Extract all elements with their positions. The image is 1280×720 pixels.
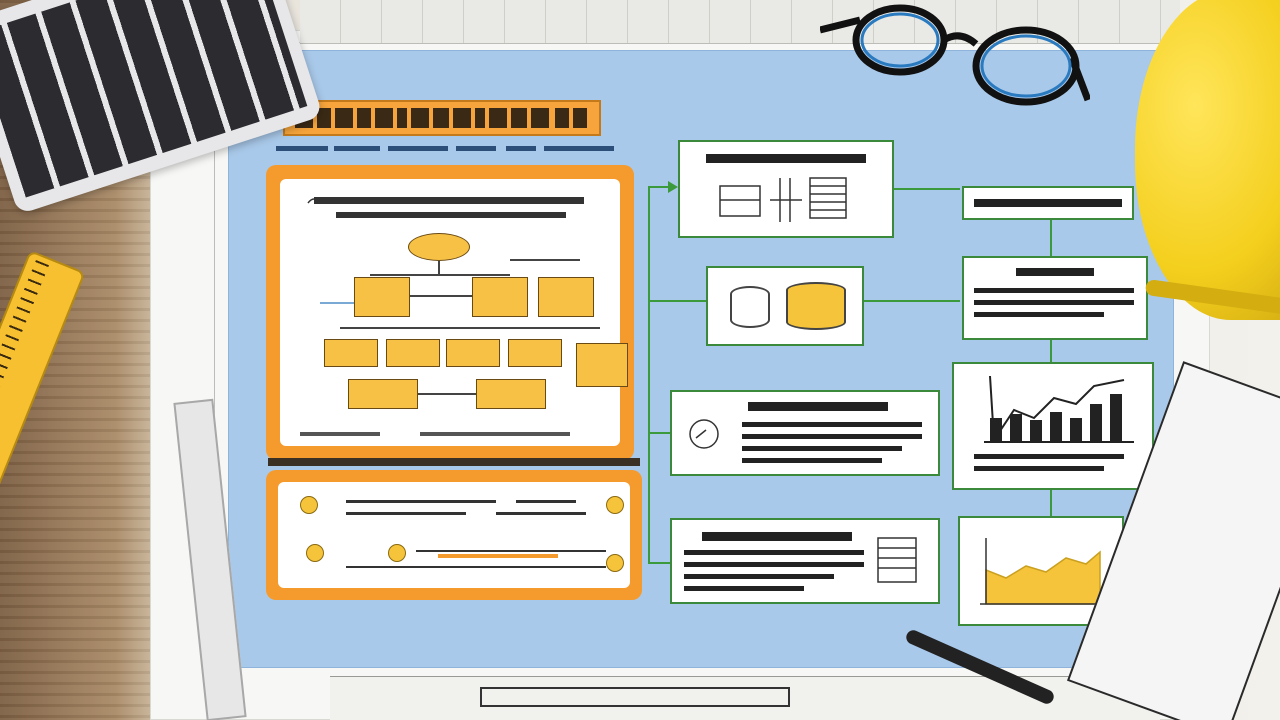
connector-line [410, 295, 472, 297]
infographic-subtitle-blurred [276, 143, 616, 158]
infographic-title-blurred [283, 100, 601, 136]
progress-row [288, 496, 628, 516]
org-chart-root-node [408, 233, 470, 261]
subtitle-glyphs [276, 146, 614, 151]
progress-line [346, 566, 606, 568]
coin-icon [606, 496, 624, 514]
flow-line [1050, 340, 1052, 364]
label-glyphs [974, 199, 1122, 207]
database-icon [730, 286, 770, 328]
coin-icon [306, 544, 324, 562]
connector-line [320, 302, 354, 304]
flow-line [648, 562, 670, 564]
diagram-box-label [962, 186, 1134, 220]
org-chart-node [476, 379, 546, 409]
connector-line [510, 259, 580, 261]
org-chart-node [508, 339, 562, 367]
diagram-box-components [678, 140, 894, 238]
diagram-box-report [670, 518, 940, 604]
coin-icon [388, 544, 406, 562]
progress-card-inner [278, 482, 630, 588]
card-header-glyphs [307, 197, 584, 218]
notes-glyphs [974, 268, 1134, 317]
connector-line [418, 393, 476, 395]
card-header-blurred [306, 193, 606, 232]
card-footer-blurred [300, 429, 610, 441]
progress-card [266, 470, 642, 600]
org-chart-node [324, 339, 378, 367]
yellow-hard-hat [1135, 0, 1280, 320]
card-footer-glyphs [300, 432, 570, 436]
flow-line [864, 300, 960, 302]
org-chart-card [266, 165, 634, 460]
flow-line [1050, 490, 1052, 518]
org-chart-node [386, 339, 440, 367]
diagram-box-analysis [670, 390, 940, 476]
area-chart-illustration [980, 538, 1110, 605]
diagram-box-databases [706, 266, 864, 346]
connector-line [438, 261, 440, 275]
flow-line [648, 432, 670, 434]
progress-fill [438, 554, 558, 558]
org-chart-card-inner [280, 179, 628, 446]
progress-line [496, 512, 586, 515]
report-illustration [684, 532, 917, 591]
title-glyphs [295, 108, 587, 128]
bar-chart-illustration [974, 375, 1134, 471]
progress-line [416, 550, 606, 552]
org-chart-node [354, 277, 410, 317]
progress-line [346, 500, 496, 503]
flow-arrow-icon [668, 181, 678, 193]
components-illustration [706, 154, 866, 222]
org-chart-node [348, 379, 418, 409]
flow-line [894, 188, 960, 190]
progress-line [346, 512, 466, 515]
analysis-illustration [689, 402, 922, 463]
org-chart-node [446, 339, 500, 367]
progress-line [516, 500, 576, 503]
org-chart-node [538, 277, 594, 317]
card-divider-bar [268, 458, 640, 466]
diagram-box-bar-chart [952, 362, 1154, 490]
connector-line [340, 327, 600, 329]
org-chart-node [472, 277, 528, 317]
coin-icon [606, 554, 624, 572]
eyeglasses-icon [820, 4, 1090, 106]
coin-icon [300, 496, 318, 514]
bottom-rectangle [480, 687, 790, 707]
database-gold-icon [786, 282, 846, 330]
progress-row [288, 544, 628, 572]
flow-line [1050, 220, 1052, 260]
flow-line [648, 186, 672, 188]
org-chart-node [576, 343, 628, 387]
flow-line [648, 300, 706, 302]
flow-line [648, 186, 650, 562]
connector-line [370, 274, 510, 276]
diagram-box-notes [962, 256, 1148, 340]
